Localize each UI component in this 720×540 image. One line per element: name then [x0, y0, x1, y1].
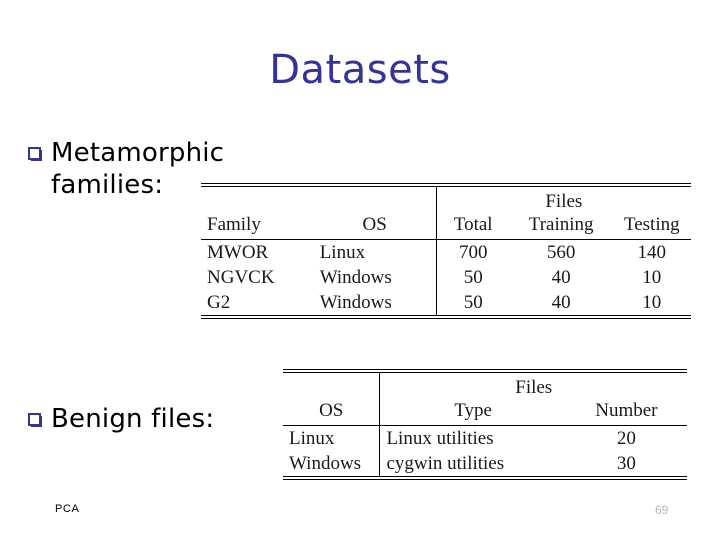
- table-row: NGVCK Windows 50 40 10: [201, 264, 691, 291]
- page-title: Datasets: [269, 47, 451, 93]
- page-number: 69: [655, 503, 669, 517]
- bullet-label-metamorphic: Metamorphic families:: [51, 138, 225, 200]
- cell-testing: 10: [642, 292, 662, 314]
- cell-total: 50: [435, 264, 510, 291]
- bullet-label-benign: Benign files:: [51, 404, 215, 434]
- column-group-files: Files: [379, 373, 687, 400]
- header-rule: [283, 424, 380, 426]
- table-group-header-row: Files: [283, 373, 687, 400]
- spacer-cell: [283, 373, 380, 399]
- cell-os: Linux: [289, 427, 335, 449]
- cell-total: 700: [435, 239, 510, 265]
- cell-type: cygwin utilities: [379, 450, 566, 477]
- cell-total: 50: [435, 290, 510, 316]
- column-header-testing: Testing: [623, 214, 680, 236]
- header-rule: [380, 424, 687, 426]
- column-header-number: Number: [595, 400, 658, 422]
- spacer-cell: [314, 187, 437, 213]
- footer-label: PCA: [55, 503, 80, 515]
- table-group-header-row: Files: [201, 187, 691, 214]
- cell-os: Windows: [289, 452, 362, 474]
- table-top-rule: [283, 369, 687, 373]
- cell-family: MWOR: [207, 241, 269, 263]
- table-row: Linux Linux utilities 20: [283, 425, 687, 451]
- table-header-rule-row: [201, 238, 691, 240]
- cell-number: 30: [616, 452, 636, 474]
- cell-training: 560: [546, 241, 576, 263]
- column-group-files: Files: [435, 187, 691, 214]
- table-benign-files: Files OS Type Number Linux: [283, 369, 687, 481]
- table-bottom-rule: [283, 476, 687, 481]
- table-row: Windows cygwin utilities 30: [283, 450, 687, 477]
- table-metamorphic-families: Files Family OS Total Training Testing: [201, 183, 691, 320]
- header-rule: [436, 238, 691, 240]
- table-header-rule-row: [283, 424, 687, 426]
- header-rule: [201, 238, 436, 240]
- cell-os: Windows: [319, 266, 392, 288]
- table-header-row: OS Type Number: [283, 399, 687, 425]
- cell-training: 40: [551, 292, 571, 314]
- column-header-os: OS: [362, 214, 387, 236]
- table-row: G2 Windows 50 40 10: [201, 290, 691, 316]
- column-header-total: Total: [435, 213, 510, 239]
- hollow-square-bullet-icon: [28, 147, 42, 161]
- table-header-row: Family OS Total Training Testing: [201, 213, 691, 239]
- bullet-item-benign-files: Benign files:: [28, 404, 278, 436]
- cell-testing: 140: [637, 241, 667, 263]
- table-bottom-rule: [201, 315, 691, 320]
- table-row: MWOR Linux 700 560 140: [201, 239, 691, 265]
- cell-testing: 10: [642, 266, 662, 288]
- cell-type: Linux utilities: [379, 425, 566, 451]
- cell-os: Linux: [319, 241, 366, 263]
- spacer-cell: [201, 187, 314, 213]
- table-top-rule: [201, 183, 691, 187]
- column-header-type: Type: [379, 399, 566, 425]
- column-header-training: Training: [528, 214, 594, 236]
- bullet-item-metamorphic-families: Metamorphic families:: [28, 138, 278, 201]
- cell-number: 20: [616, 427, 636, 449]
- hollow-square-bullet-icon: [28, 413, 42, 427]
- column-header-os: OS: [319, 400, 344, 422]
- cell-family: G2: [207, 292, 231, 314]
- cell-os: Windows: [319, 292, 392, 314]
- cell-training: 40: [551, 266, 571, 288]
- cell-family: NGVCK: [207, 266, 275, 288]
- column-header-family: Family: [207, 214, 261, 236]
